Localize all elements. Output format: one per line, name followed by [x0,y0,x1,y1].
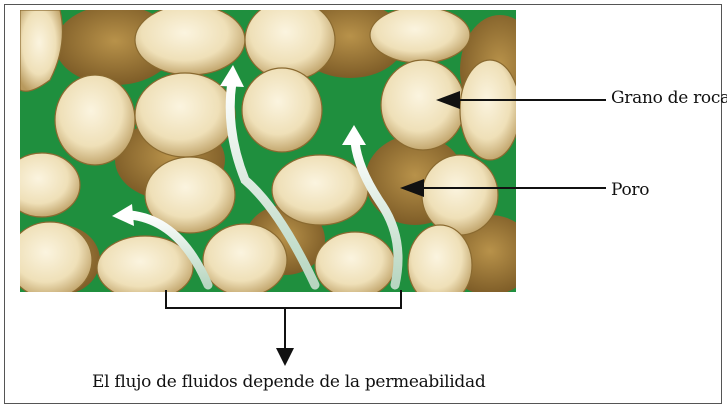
caption: El flujo de fluidos depende de la permea… [92,372,485,392]
grain-pointer [436,91,606,109]
pore-label: Poro [611,180,649,200]
left-arrow-icon [436,91,460,109]
left-arrow-icon [400,179,424,197]
down-arrow-icon [276,348,294,366]
flow-bracket [166,290,401,350]
grain-label: Grano de roca [611,88,727,108]
pore-pointer [400,179,606,197]
